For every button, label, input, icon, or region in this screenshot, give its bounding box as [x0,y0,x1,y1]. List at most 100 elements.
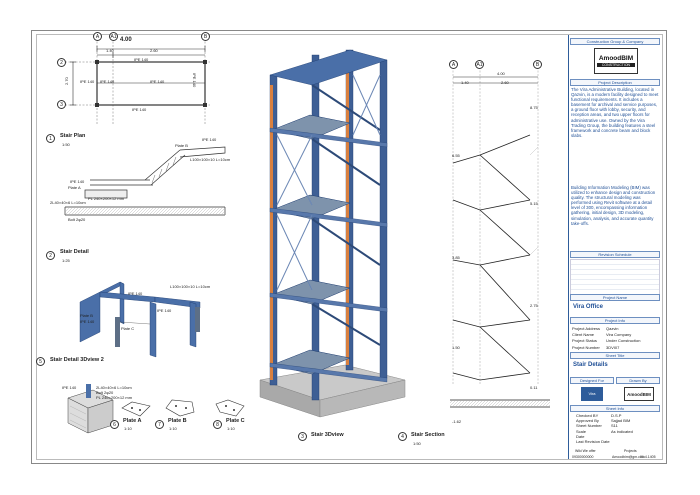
detail-pl: PL 240×200×12 mm [88,196,125,201]
section-dim-total: 4.00 [497,71,505,76]
view-title-stair-detail-3d: Stair Detail 3Dview 2 [50,357,104,363]
revision-schedule-header: Revision Schedule [570,251,660,258]
view-number-4: 4 [398,432,407,441]
detail-angle: 2L40×40×6 L=10cm [50,200,86,205]
project-info-value: 3DVI07 [606,344,620,350]
view-title-stair-plan: Stair Plan [60,133,86,139]
company-logo: AmoodBIM CONSTRUCTION [594,48,638,74]
section-level-tag: -1.62 [452,419,462,424]
sheet-info-header: Sheet Info [570,405,660,412]
base-pl: PL 240×200×12 mm [96,395,133,400]
detail3d-ipe-c: IPE 140 [157,308,172,313]
section-level-tag: 0.11 [530,385,538,390]
view-title-plate-b: Plate B [168,418,187,424]
plan-dim-vert: 2.70 [64,77,69,85]
title-block [568,35,663,459]
inner-border [36,34,663,460]
stair-detail-3d-drawing [79,281,201,358]
view-title-plate-c: Plate C [226,418,245,424]
stair-detail-drawing [64,146,226,216]
plan-dim-total: 4.00 [120,37,132,43]
project-info-header: Project Info [570,317,660,324]
base-ipe: IPE 140 [62,385,77,390]
plan-beam-mid: IPE 140 [150,79,165,84]
view-number-2: 2 [46,251,55,260]
detail3d-ipe-b: IPE 140 [80,319,95,324]
project-info-value: Under Construction [606,338,641,344]
base-plate-drawing [67,384,114,434]
base-bolt: Bolt 2φ20 [96,390,114,395]
project-info-value: Vira Company [606,332,632,338]
footer-email: Amoodbim@gm.com [612,455,645,459]
view-title-stair-3dview: Stair 3Dview [311,432,344,438]
detail-plate-a: Plate A [68,185,81,190]
view-title-stair-detail: Stair Detail [60,249,89,255]
detail-bolt: Bolt 2φ20 [68,217,86,222]
section-level-tag: 8.75 [530,105,538,110]
stair-3d-drawing [259,49,406,418]
footer-projects: Projects [624,449,637,453]
footer-wiki: Wiki We offer [575,449,596,453]
view-scale-stair-detail: 1:25 [62,258,70,263]
detail-l-angle: L100×100×10 L=10cm [190,157,231,162]
section-dim-right: 2.60 [501,80,509,85]
sheet-info-value: As indicated [611,428,633,434]
logo-text: AmoodBIM [598,55,634,62]
sheet-info-key: Checked BY [576,413,599,418]
project-info-key: Project Number [572,344,600,350]
plan-beam-top: IPE 140 [134,57,149,62]
sheet-info-key: Sheet Number [576,423,602,429]
project-name: Vira Office [573,304,603,310]
plate-b-drawing [165,399,195,417]
view-scale-plate-a: 1:10 [124,426,132,431]
plan-dim-left: 1.40 [106,48,114,53]
section-grid-b: B [533,60,542,69]
detail3d-l-angle: L100×100×10 L=10cm [170,284,211,289]
detail-ipe-left: IPE 140 [70,179,85,184]
sheet-info-key: Last Revision Date [576,439,610,444]
revision-table [570,259,660,296]
plan-beam-mid-left: IPE 140 [100,79,115,84]
section-dim-left: 1.40 [461,80,469,85]
sheet-info-key: Scale [576,428,587,434]
grid-bubble-b: B [201,32,210,41]
section-level-tag: 1.50 [452,345,460,350]
view-number-5: 5 [36,357,45,366]
detail3d-plate-c: Plate C [121,326,135,331]
view-scale-plate-c: 1:10 [227,426,235,431]
view-scale-stair-plan: 1:50 [62,142,70,147]
section-level-tag: 5.15 [530,201,538,206]
sheet-title: Stair Details [573,362,608,368]
plan-beam-right: IPE 140 [192,73,197,88]
project-name-header: Project Name [570,294,660,301]
section-level-tag: 6.55 [452,153,460,158]
grid-bubble-3: 3 [57,100,66,109]
sheet-info-key: Approved By [576,418,599,424]
stair-section-drawing [450,60,550,408]
view-number-6: 6 [110,420,119,429]
view-number-8: 8 [213,420,222,429]
section-level-tag: 2.75 [530,303,538,308]
project-info-key: Project Status [572,338,597,344]
footer-phone: 09300000000 [572,455,594,459]
stair-plan-drawing [65,38,210,125]
project-description: The Vira Administrative Building, locate… [571,87,659,138]
detail3d-plate-b: Plate B [80,313,93,318]
project-info-value: Qazvin [606,326,619,331]
section-grid-a1: A1 [475,60,484,69]
base-angle: 2L40×40×6 L=10cm [96,385,132,390]
plan-dim-right: 2.60 [150,48,158,53]
grid-bubble-a: A [93,32,102,41]
view-scale-stair-section: 1:50 [413,441,421,446]
detail-ipe-top: IPE 140 [202,137,217,142]
drawn-by-header: Drawn By [616,377,660,384]
designed-for-header: Designed For [570,377,614,384]
plate-a-drawing [121,401,151,417]
view-number-3: 3 [298,432,307,441]
grid-bubble-a1: A1 [109,32,118,41]
view-scale-plate-b: 1:10 [169,426,177,431]
section-grid-a: A [449,60,458,69]
sheet-info-value: S11 [611,423,618,429]
project-description-2: Building Information Modeling (BIM) was … [571,185,656,226]
view-title-plate-a: Plate A [123,418,142,424]
